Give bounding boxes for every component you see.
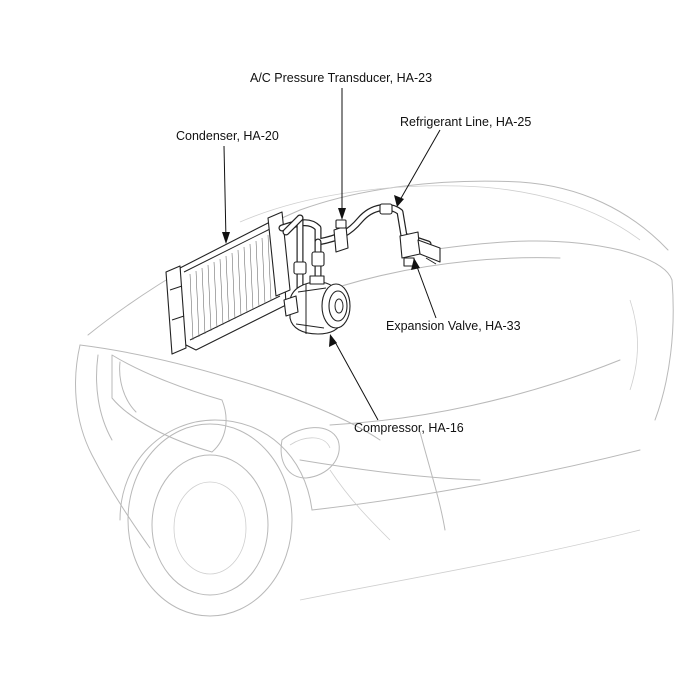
expansion-valve bbox=[399, 231, 441, 267]
label-refrigerant-line: Refrigerant Line, HA-25 bbox=[400, 115, 531, 129]
label-pressure-transducer: A/C Pressure Transducer, HA-23 bbox=[250, 71, 432, 85]
condenser bbox=[165, 211, 291, 355]
label-expansion-valve: Expansion Valve, HA-33 bbox=[386, 319, 521, 333]
compressor bbox=[283, 275, 351, 335]
leader-lines bbox=[222, 88, 441, 421]
car-body-outline bbox=[75, 180, 674, 617]
label-compressor: Compressor, HA-16 bbox=[354, 421, 464, 435]
label-condenser: Condenser, HA-20 bbox=[176, 129, 279, 143]
